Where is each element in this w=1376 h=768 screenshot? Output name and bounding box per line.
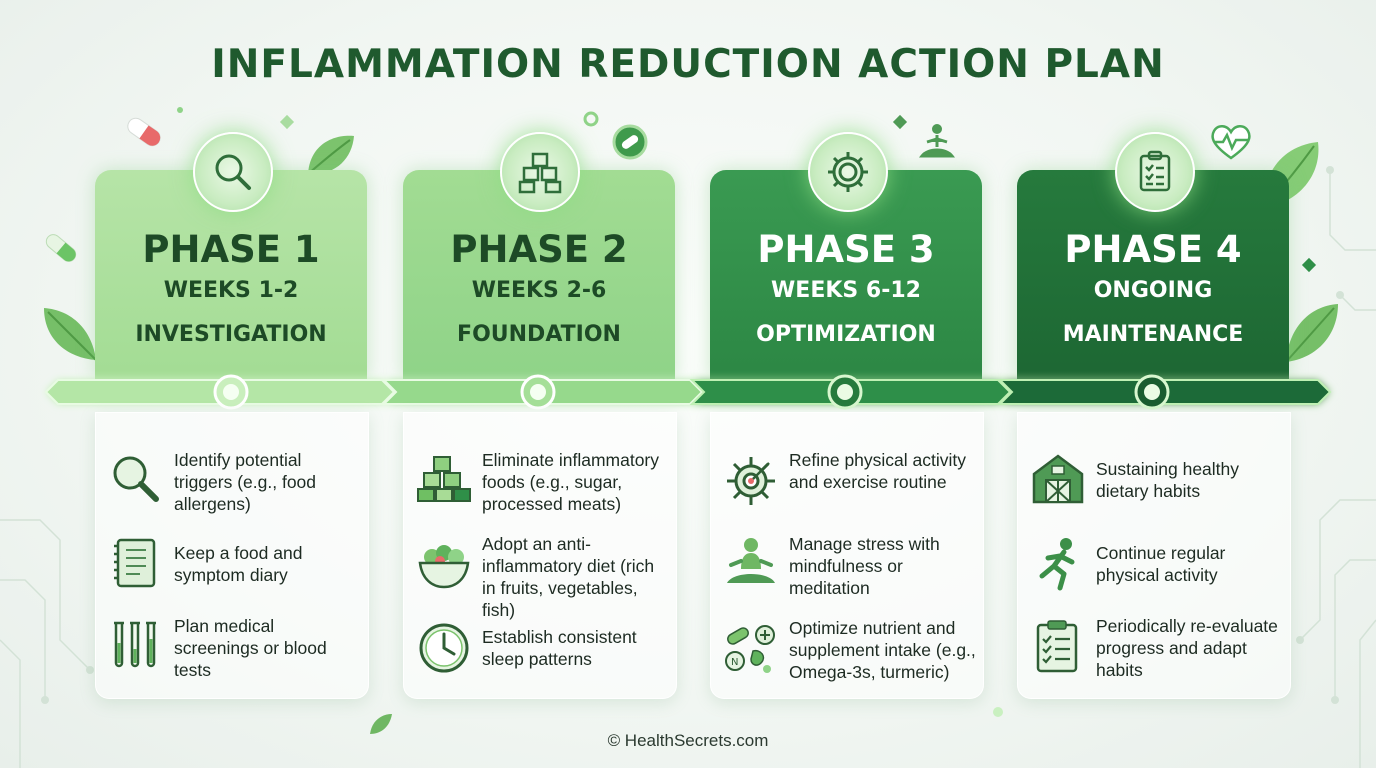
phase-3-name: OPTIMIZATION [756, 322, 936, 347]
clipboard-icon [1139, 150, 1171, 192]
item-text: Sustaining healthy dietary habits [1096, 459, 1240, 501]
diamond-icon [1301, 257, 1317, 273]
item-text: Eliminate inflammatory foods (e.g., suga… [482, 450, 659, 514]
pill-icon [127, 117, 161, 147]
item-text: Optimize nutrient and supplement intake … [789, 618, 976, 682]
supplements-icon: N [725, 625, 775, 673]
item-text: Periodically re-evaluate progress and ad… [1096, 616, 1278, 680]
footer-copyright: © HealthSecrets.com [607, 731, 769, 750]
phase-1-badge [193, 132, 273, 212]
diamond-icon [279, 114, 295, 130]
meditation-icon [918, 124, 956, 158]
phase-2-badge [500, 132, 580, 212]
phase-1-title: PHASE 1 [142, 228, 320, 271]
page-title: INFLAMMATION REDUCTION ACTION PLAN [211, 42, 1165, 87]
list-item: N Optimize nutrient and supplement intak… [711, 617, 983, 689]
item-text: Refine physical activity and exercise ro… [789, 450, 967, 492]
sparkle-dot-icon [177, 107, 183, 113]
phase-2-card: Eliminate inflammatory foods (e.g., suga… [403, 412, 677, 699]
blocks-icon [518, 152, 562, 194]
svg-text:N: N [731, 657, 738, 668]
item-text: Adopt an anti-inflammatory diet (rich in… [482, 534, 655, 620]
phase-2-title: PHASE 2 [450, 228, 628, 271]
item-text: Continue regular physical activity [1096, 543, 1226, 585]
blocks-icon [417, 456, 471, 502]
diamond-icon [892, 114, 908, 130]
phase-4-badge [1115, 132, 1195, 212]
item-text: Plan medical screenings or blood tests [174, 616, 327, 680]
leaf-icon [370, 714, 392, 734]
phase-3-weeks: WEEKS 6-12 [771, 278, 921, 303]
list-item: Identify potential triggers (e.g., food … [96, 449, 368, 521]
gear-target-icon [727, 457, 775, 505]
phase-4-weeks: ONGOING [1093, 278, 1213, 303]
list-item: Periodically re-evaluate progress and ad… [1018, 615, 1290, 687]
test-tubes-icon [114, 621, 156, 668]
clipboard-icon [1036, 620, 1078, 673]
list-item: Eliminate inflammatory foods (e.g., suga… [404, 449, 676, 521]
item-text: Establish consistent sleep patterns [482, 627, 637, 669]
phase-2-name: FOUNDATION [457, 322, 621, 347]
sparkle-dot-icon [993, 707, 1003, 717]
list-item: Sustaining healthy dietary habits [1018, 454, 1290, 530]
list-item: Establish consistent sleep patterns [404, 623, 676, 698]
phase-2-weeks: WEEKS 2-6 [471, 278, 607, 303]
phase-3-badge [808, 132, 888, 212]
list-item: Manage stress with mindfulness or medita… [711, 533, 983, 605]
phase-1-name: INVESTIGATION [135, 322, 327, 347]
meditation-icon [727, 538, 775, 583]
list-item: Keep a food and symptom diary [96, 538, 368, 614]
leaf-icon [44, 308, 97, 361]
barn-icon [1032, 454, 1084, 504]
phase-3-title: PHASE 3 [757, 228, 935, 271]
list-item: Continue regular physical activity [1018, 538, 1290, 614]
item-text: Identify potential triggers (e.g., food … [174, 450, 317, 514]
phase-4-title: PHASE 4 [1064, 228, 1242, 271]
runner-icon [1039, 538, 1075, 591]
ring-icon [583, 111, 599, 127]
phase-3-card: Refine physical activity and exercise ro… [710, 412, 984, 699]
gear-icon [828, 152, 868, 192]
notebook-icon [114, 538, 156, 588]
pill-icon [45, 234, 77, 262]
heart-pulse-icon [1211, 125, 1251, 160]
phase-4-name: MAINTENANCE [1062, 322, 1244, 347]
phase-1-card: Identify potential triggers (e.g., food … [95, 412, 369, 699]
capsule-badge-icon [612, 124, 648, 160]
item-text: Keep a food and symptom diary [174, 543, 303, 585]
magnifier-icon [215, 154, 251, 190]
phase-4-card: Sustaining healthy dietary habits Contin… [1017, 412, 1291, 699]
list-item: Refine physical activity and exercise ro… [711, 449, 983, 521]
salad-bowl-icon [418, 545, 470, 589]
item-text: Manage stress with mindfulness or medita… [789, 534, 940, 598]
clock-icon [419, 623, 469, 673]
phase-1-weeks: WEEKS 1-2 [163, 278, 299, 303]
list-item: Plan medical screenings or blood tests [96, 615, 368, 687]
list-item: Adopt an anti-inflammatory diet (rich in… [404, 533, 676, 620]
leaf-icon [1285, 304, 1338, 363]
magnifier-icon [113, 456, 159, 502]
